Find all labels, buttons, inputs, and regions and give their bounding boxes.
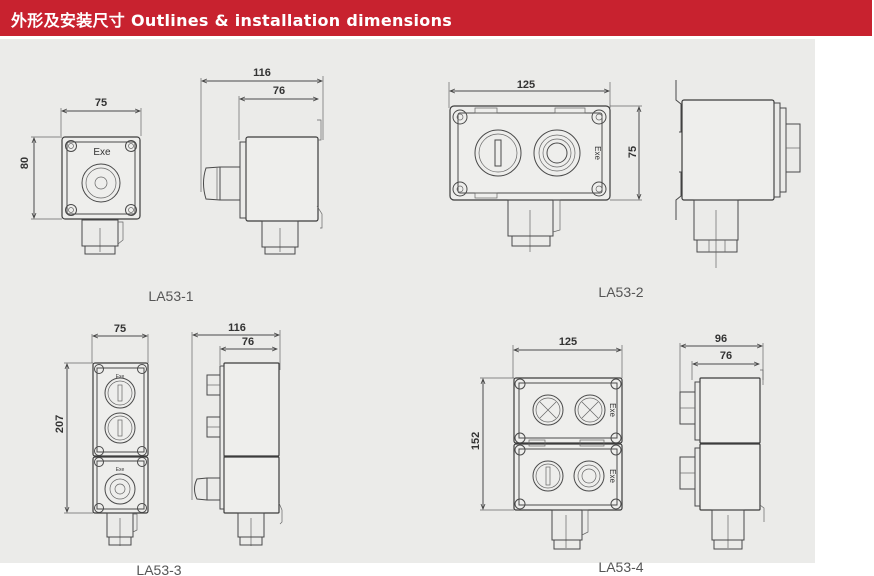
height-label: 80 — [19, 157, 31, 169]
width-label: 75 — [114, 323, 126, 335]
screw-icon — [591, 109, 607, 125]
push-button-side — [203, 166, 221, 201]
width-label: 75 — [95, 97, 107, 109]
width-label: 125 — [559, 336, 577, 348]
button-icon — [104, 473, 136, 505]
model-caption: LA53-2 — [598, 284, 643, 300]
la53-1-front-view: 75 80 Exe — [19, 97, 142, 255]
la53-2-side-view — [675, 80, 801, 268]
start-button-icon — [533, 129, 581, 177]
screw-icon — [591, 181, 607, 197]
body-label: 76 — [273, 85, 285, 97]
screw-icon — [65, 204, 77, 216]
exe-marking: Exe — [608, 403, 617, 417]
enclosure-body — [245, 136, 319, 222]
la53-4-side-view: 96 76 — [679, 333, 765, 550]
la53-3-side-view: 116 76 — [191, 322, 283, 546]
indicator-lamp-icon — [574, 394, 606, 426]
height-label: 152 — [470, 432, 482, 450]
push-button-side — [194, 477, 208, 501]
overall-label: 116 — [253, 67, 271, 79]
la53-4-front-view: 125 152 Exe Exe — [470, 336, 623, 550]
screw-icon — [452, 109, 468, 125]
body-label: 76 — [720, 350, 732, 362]
la53-3-front-view: 75 207 Exe Exe — [54, 323, 149, 546]
enclosure-body — [449, 105, 611, 201]
lower-module — [223, 456, 280, 514]
lower-module — [513, 443, 623, 511]
enclosure-body — [61, 136, 141, 220]
enclosure-body — [681, 99, 775, 201]
exe-marking: Exe — [116, 467, 125, 473]
width-label: 125 — [517, 79, 535, 91]
overall-label: 96 — [715, 333, 727, 345]
body-label: 76 — [242, 336, 254, 348]
exe-marking: Exe — [608, 469, 617, 483]
start-button-icon — [573, 460, 605, 492]
la53-2-front-view: 125 75 Exe — [448, 79, 642, 252]
lower-module — [699, 443, 761, 511]
height-label: 207 — [54, 415, 66, 433]
stop-button-icon — [104, 377, 136, 409]
screw-icon — [452, 181, 468, 197]
upper-module — [699, 377, 761, 444]
model-caption: LA53-4 — [598, 559, 643, 575]
indicator-lamp-icon — [532, 394, 564, 426]
exe-marking: Exe — [93, 147, 111, 158]
overall-label: 116 — [228, 322, 246, 334]
height-label: 75 — [627, 146, 639, 158]
section-header: 外形及安装尺寸 Outlines & installation dimensio… — [0, 0, 872, 36]
screw-icon — [125, 204, 137, 216]
upper-module — [223, 362, 280, 457]
screw-icon — [65, 140, 77, 152]
section-title: 外形及安装尺寸 Outlines & installation dimensio… — [11, 11, 453, 30]
exe-marking: Exe — [116, 374, 125, 380]
stop-button-icon — [532, 460, 564, 492]
exe-marking: Exe — [593, 146, 602, 160]
upper-module — [513, 377, 623, 444]
la53-1-side-view: 116 76 — [200, 67, 324, 255]
stop-button-icon — [474, 129, 522, 177]
stop-button-icon — [104, 412, 136, 444]
model-caption: LA53-1 — [148, 288, 193, 304]
screw-icon — [125, 140, 137, 152]
button-icon — [81, 163, 121, 203]
model-caption: LA53-3 — [136, 562, 181, 576]
